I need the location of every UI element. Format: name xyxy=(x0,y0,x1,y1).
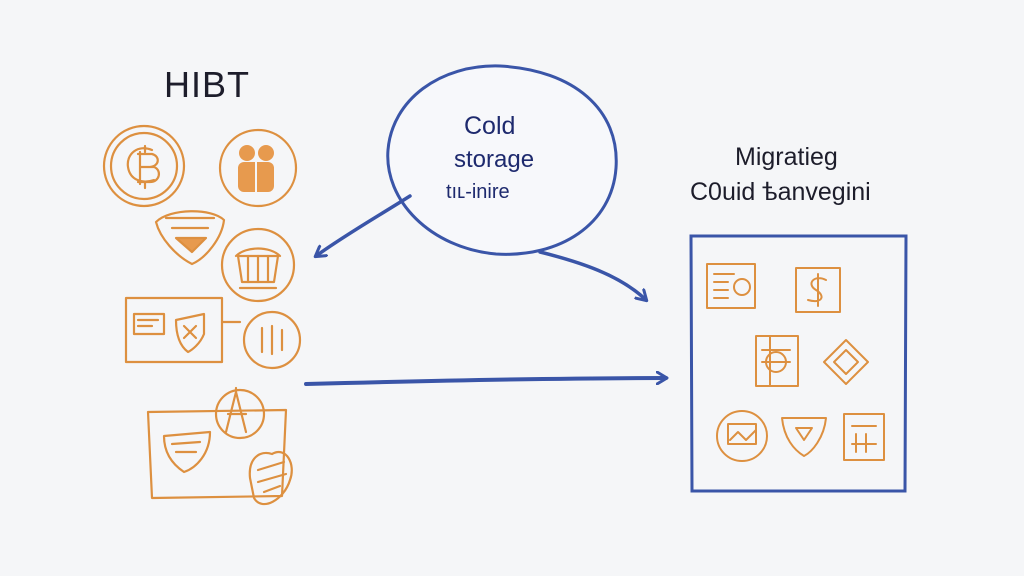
right-heading-line2: C0uid ѣanvegini xyxy=(690,178,871,206)
screen-icon xyxy=(716,410,768,462)
badge-icon xyxy=(154,210,226,266)
people-icon xyxy=(218,128,298,208)
bitcoin-coin-icon xyxy=(102,124,186,208)
pillar-icon xyxy=(242,310,302,370)
bubble-text-line2: storage xyxy=(454,146,535,173)
destination-panel xyxy=(689,234,908,493)
panel-shield-icon xyxy=(781,417,827,457)
arrow-bubble-to-left xyxy=(316,194,412,256)
bubble-text-line3: tıʟ-inire xyxy=(446,181,510,203)
dollar-icon xyxy=(795,267,841,313)
bubble-text-line1: Cold xyxy=(464,112,516,140)
vault-icon xyxy=(755,335,799,387)
bundle-icon xyxy=(248,451,293,506)
card-reader-icon xyxy=(843,413,885,461)
cold-storage-bubble xyxy=(386,64,618,256)
arrow-bubble-to-right xyxy=(538,250,646,300)
bitcoin-pillar-icon xyxy=(214,386,266,440)
right-heading-line1: Migratieg xyxy=(735,143,838,171)
shield-icon xyxy=(174,312,206,354)
lantern-icon xyxy=(220,227,296,303)
arrow-left-to-right xyxy=(304,378,666,386)
card-icon xyxy=(124,296,242,364)
hibt-title: HIBT xyxy=(164,64,251,105)
diamond-icon xyxy=(823,339,869,385)
document-icon xyxy=(706,263,756,309)
